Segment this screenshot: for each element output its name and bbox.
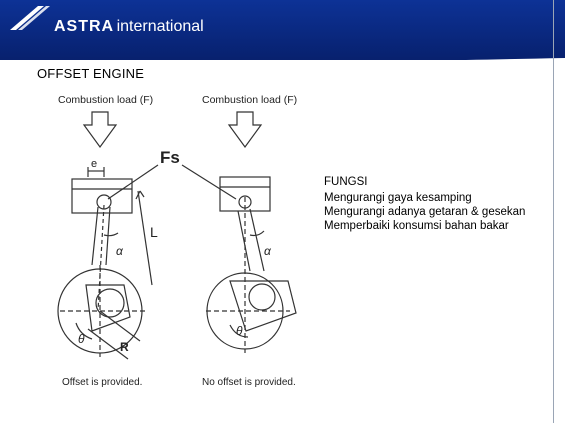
fs-label: Fs: [160, 148, 180, 167]
brand-bold: ASTRA: [54, 18, 115, 35]
load-arrow-left: [82, 111, 118, 149]
piston-left: [71, 178, 133, 214]
alpha-left-label: α: [116, 244, 124, 258]
fungsi-line-1: Mengurangi gaya kesamping: [324, 192, 472, 204]
brand-light: international: [116, 18, 204, 35]
fungsi-line-2: Mengurangi adanya getaran & gesekan: [324, 206, 526, 218]
brand-name: ASTRA international: [54, 18, 204, 36]
theta-left-label: θ: [78, 332, 85, 346]
load-label-left: Combustion load (F): [58, 94, 153, 106]
theta-right-label: θ: [236, 324, 243, 338]
caption-no-offset: No offset is provided.: [202, 377, 296, 388]
slide-edge-line: [553, 0, 554, 423]
astra-logo-icon: [10, 6, 50, 30]
fungsi-block: FUNGSI Mengurangi gaya kesamping Mengura…: [324, 175, 525, 233]
conrod-right: [237, 208, 265, 272]
e-label: e: [91, 158, 97, 170]
offset-engine-diagram: Combustion load (F) Combustion load (F) …: [0, 85, 330, 423]
fungsi-line-3: Memperbaiki konsumsi bahan bakar: [324, 220, 509, 232]
fs-leader-left: [107, 164, 159, 200]
caption-offset-provided: Offset is provided.: [62, 377, 143, 388]
piston-right: [219, 176, 271, 212]
alpha-right-label: α: [264, 244, 272, 258]
piston-diagram-svg: Combustion load (F) Combustion load (F) …: [57, 94, 297, 360]
l-label: L: [150, 224, 158, 240]
fs-leader-right: [181, 164, 237, 200]
header-band: ASTRA international: [0, 0, 565, 78]
load-arrow-right: [227, 111, 263, 149]
slide-title: OFFSET ENGINE: [37, 66, 145, 81]
r-label: R: [120, 340, 129, 354]
crankpin-right: [248, 283, 276, 311]
fungsi-heading: FUNGSI: [324, 176, 368, 188]
load-label-right: Combustion load (F): [202, 94, 297, 106]
crankpin-left: [95, 288, 125, 318]
